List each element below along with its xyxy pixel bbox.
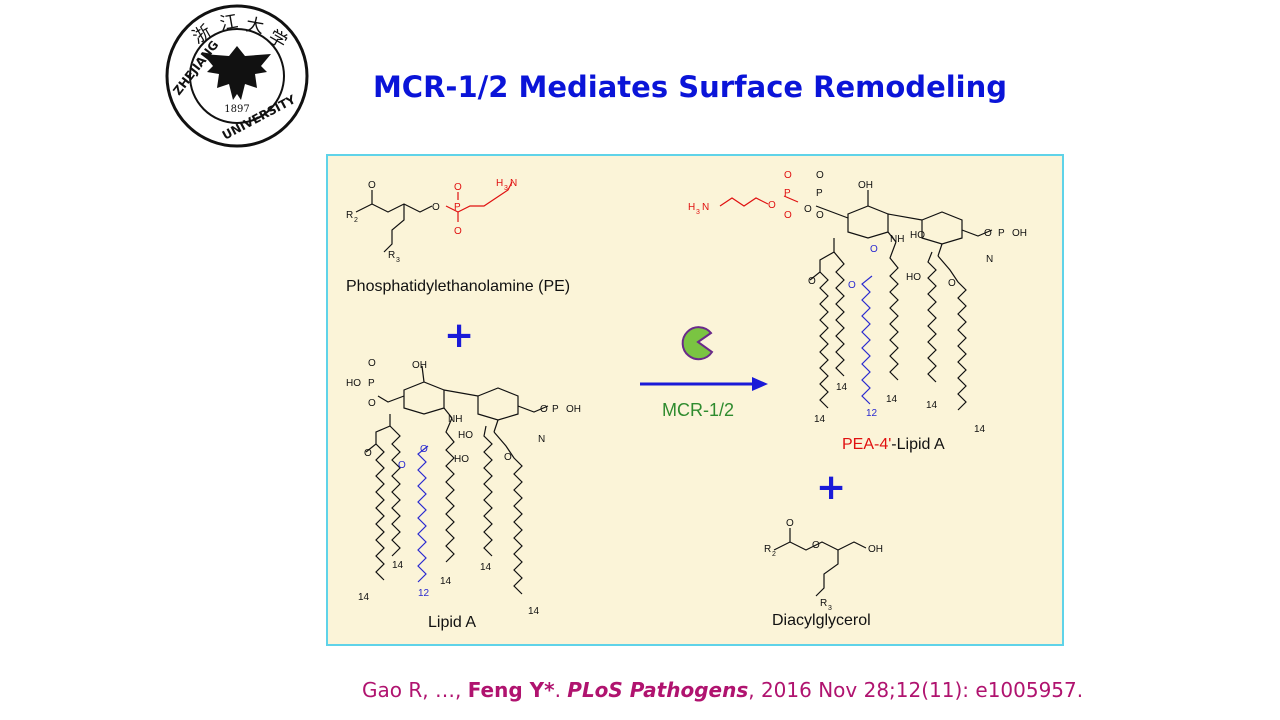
svg-text:P: P: [784, 188, 791, 199]
citation-separator: .: [554, 678, 568, 702]
svg-text:OH: OH: [858, 180, 873, 191]
svg-text:HO: HO: [906, 272, 921, 283]
pe-structure: [355, 181, 513, 253]
svg-text:P: P: [998, 228, 1005, 239]
svg-text:N: N: [986, 254, 993, 265]
citation-authors: Gao R, …,: [362, 678, 468, 702]
svg-text:O: O: [948, 278, 956, 289]
svg-text:O: O: [768, 200, 776, 211]
svg-text:3: 3: [504, 185, 508, 192]
svg-text:O: O: [784, 170, 792, 181]
svg-text:O: O: [812, 540, 820, 551]
svg-text:O: O: [368, 398, 376, 409]
svg-text:14: 14: [528, 606, 540, 617]
citation-journal: PLoS Pathogens: [567, 678, 749, 702]
university-seal-logo: 1897 浙 江 大 学 ZHEJIANG UNIVERSITY: [165, 4, 309, 148]
plus-sign-left: +: [444, 315, 475, 356]
svg-text:O: O: [540, 404, 548, 415]
svg-text:14: 14: [926, 400, 938, 411]
svg-text:NH: NH: [448, 414, 462, 425]
svg-text:O: O: [432, 202, 440, 213]
lipid-a-structure: [365, 365, 549, 595]
svg-text:P: P: [552, 404, 559, 415]
svg-text:14: 14: [886, 394, 898, 405]
pea-suffix: -Lipid A: [891, 436, 945, 453]
svg-text:14: 14: [974, 424, 986, 435]
svg-text:OH: OH: [868, 544, 883, 555]
svg-text:3: 3: [396, 257, 400, 264]
svg-text:P: P: [816, 188, 823, 199]
svg-text:3: 3: [696, 209, 700, 216]
svg-text:O: O: [420, 444, 428, 455]
svg-text:14: 14: [392, 560, 404, 571]
svg-text:12: 12: [418, 588, 430, 599]
svg-text:HO: HO: [454, 454, 469, 465]
svg-text:O: O: [398, 460, 406, 471]
svg-text:O: O: [804, 204, 812, 215]
citation-corresponding-author: Feng Y*: [467, 678, 555, 702]
svg-text:O: O: [364, 448, 372, 459]
svg-text:NH: NH: [890, 234, 904, 245]
svg-text:R: R: [764, 544, 771, 555]
enzyme-pacman-icon: [681, 326, 714, 361]
diacylglycerol-structure: [773, 528, 867, 597]
svg-text:H: H: [688, 202, 695, 213]
svg-text:N: N: [510, 178, 517, 189]
svg-text:O: O: [368, 358, 376, 369]
svg-text:O: O: [816, 210, 824, 221]
svg-text:3: 3: [828, 605, 832, 612]
svg-text:N: N: [702, 202, 709, 213]
svg-text:O: O: [848, 280, 856, 291]
svg-text:O: O: [870, 244, 878, 255]
svg-text:P: P: [454, 202, 461, 213]
svg-text:2: 2: [772, 551, 776, 558]
svg-text:2: 2: [354, 217, 358, 224]
svg-text:R: R: [820, 598, 827, 609]
pe-label: Phosphatidylethanolamine (PE): [346, 278, 571, 295]
eagle-emblem-icon: [203, 46, 271, 100]
svg-text:江: 江: [218, 11, 239, 35]
citation: Gao R, …, Feng Y*. PLoS Pathogens, 2016 …: [362, 678, 1083, 702]
svg-text:O: O: [368, 180, 376, 191]
svg-text:O: O: [454, 226, 462, 237]
svg-text:HO: HO: [458, 430, 473, 441]
svg-text:O: O: [784, 210, 792, 221]
svg-text:大: 大: [244, 14, 265, 38]
reaction-arrow: [640, 377, 768, 391]
svg-text:R: R: [346, 210, 353, 221]
enzyme-label: MCR-1/2: [662, 400, 735, 420]
lipid-a-label: Lipid A: [428, 614, 477, 631]
svg-text:O: O: [808, 276, 816, 287]
svg-text:P: P: [368, 378, 375, 389]
svg-text:N: N: [538, 434, 545, 445]
pea-lipid-a-structure: [719, 190, 993, 411]
svg-text:12: 12: [866, 408, 878, 419]
svg-text:R: R: [388, 250, 395, 261]
svg-text:O: O: [504, 452, 512, 463]
svg-text:O: O: [786, 518, 794, 529]
svg-text:OH: OH: [566, 404, 581, 415]
svg-text:O: O: [816, 170, 824, 181]
svg-text:H: H: [496, 178, 503, 189]
svg-text:14: 14: [836, 382, 848, 393]
svg-text:1897: 1897: [224, 104, 249, 115]
svg-text:14: 14: [814, 414, 826, 425]
diacylglycerol-label: Diacylglycerol: [772, 612, 871, 629]
svg-text:O: O: [984, 228, 992, 239]
plus-sign-right: +: [816, 467, 847, 508]
svg-text:OH: OH: [412, 360, 427, 371]
svg-text:14: 14: [358, 592, 370, 603]
pea-lipid-a-label: PEA-4'-Lipid A: [842, 436, 945, 454]
svg-text:HO: HO: [910, 230, 925, 241]
svg-text:14: 14: [440, 576, 452, 587]
svg-text:O: O: [454, 182, 462, 193]
slide-title: MCR-1/2 Mediates Surface Remodeling: [372, 70, 1008, 104]
pea-prefix: PEA-4': [842, 436, 892, 453]
svg-text:HO: HO: [346, 378, 361, 389]
svg-text:14: 14: [480, 562, 492, 573]
citation-details: , 2016 Nov 28;12(11): e1005957.: [748, 678, 1084, 702]
svg-text:OH: OH: [1012, 228, 1027, 239]
